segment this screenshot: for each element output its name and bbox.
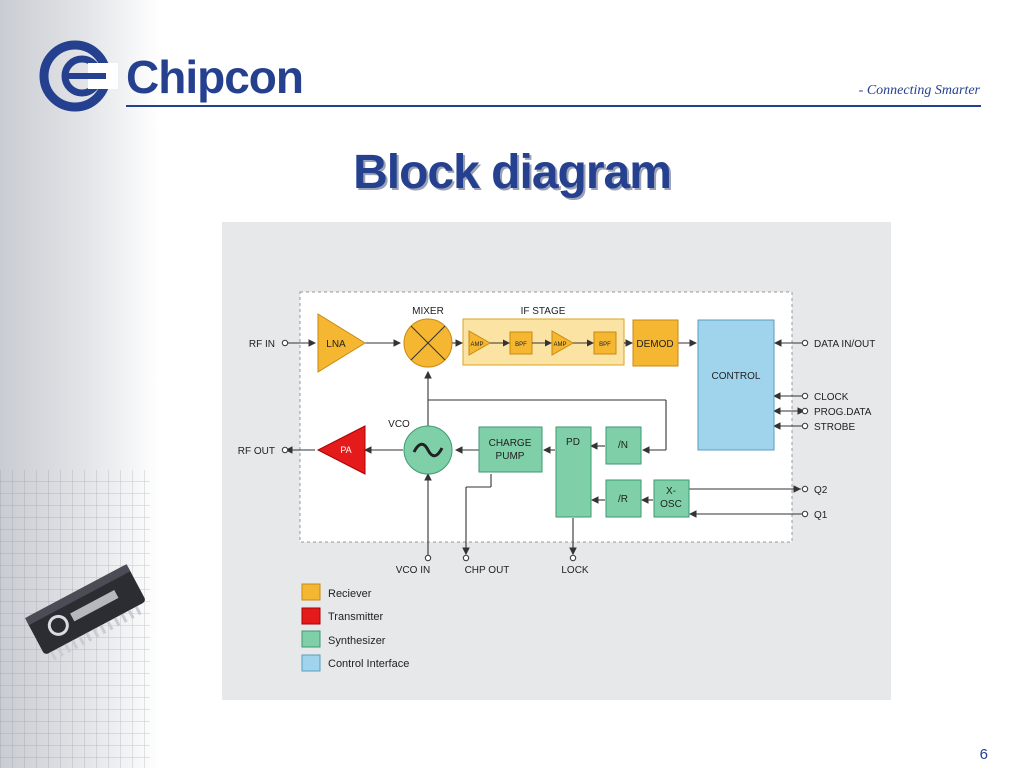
legend-label-receiver: Reciever [328,588,372,600]
bpf-block-2 [593,331,617,355]
chp-out-label: CHP OUT [465,565,510,576]
legend: Reciever Transmitter Synthesizer Control… [301,583,409,672]
tagline: - Connecting Smarter [858,83,980,98]
legend-swatch-transmitter [301,607,321,625]
header-rule [126,105,981,107]
divider-n-label: /N [618,440,628,451]
q2-label: Q2 [814,485,828,496]
mixer-block [403,318,453,368]
lock-label: LOCK [561,565,589,576]
amp-block-1 [468,330,492,356]
charge-pump-block [478,426,543,473]
lna-label: LNA [326,339,346,350]
page-number: 6 [979,746,988,763]
legend-label-synthesizer: Synthesizer [328,635,386,647]
amp-block-2 [551,330,575,356]
bpf-label-2: BPF [599,342,611,348]
rf-in-label: RF IN [249,339,275,350]
amp-label-1: AMP [470,342,483,348]
vco-block [403,425,453,475]
data-in-out-label: DATA IN/OUT [814,339,875,350]
legend-swatch-control-interface [301,654,321,672]
pa-label: PA [340,445,351,455]
xosc-label-2: OSC [660,499,682,510]
vco-label: VCO [388,419,410,430]
xosc-block [653,479,690,518]
block-diagram: LNA MIXER IF STAGE AMP BPF AMP BPF DEMOD… [238,291,875,672]
strobe-label: STROBE [814,422,855,433]
charge-pump-label-2: PUMP [496,451,525,462]
mixer-label: MIXER [412,306,444,317]
charge-pump-label-1: CHARGE [489,438,532,449]
slide-title-wrapper: Block diagram [0,145,1024,200]
control-block [697,319,775,451]
lna-block [317,313,366,373]
prog-data-label: PROG.DATA [814,407,872,418]
chipcon-logo [39,40,118,112]
slide-title: Block diagram [353,146,672,199]
amp-label-2: AMP [553,342,566,348]
vco-in-label: VCO IN [396,565,430,576]
bpf-label-1: BPF [515,342,527,348]
demod-block [632,319,679,367]
q1-label: Q1 [814,510,828,521]
if-stage-label: IF STAGE [521,306,566,317]
demod-label: DEMOD [636,339,673,350]
divider-n-block [605,426,642,465]
pa-block [316,425,366,475]
legend-swatch-receiver [301,583,321,601]
control-label: CONTROL [712,371,761,382]
chip-illustration [25,564,145,661]
divider-r-label: /R [618,494,628,505]
brand-name: Chipcon [126,51,304,103]
pd-block [555,426,592,518]
xosc-label-1: X- [666,486,676,497]
clock-label: CLOCK [814,392,849,403]
rf-out-label: RF OUT [238,446,275,457]
pd-label: PD [566,437,580,448]
legend-label-transmitter: Transmitter [328,611,384,623]
legend-swatch-synthesizer [301,630,321,648]
legend-label-control-interface: Control Interface [328,658,409,670]
divider-r-block [605,479,642,518]
